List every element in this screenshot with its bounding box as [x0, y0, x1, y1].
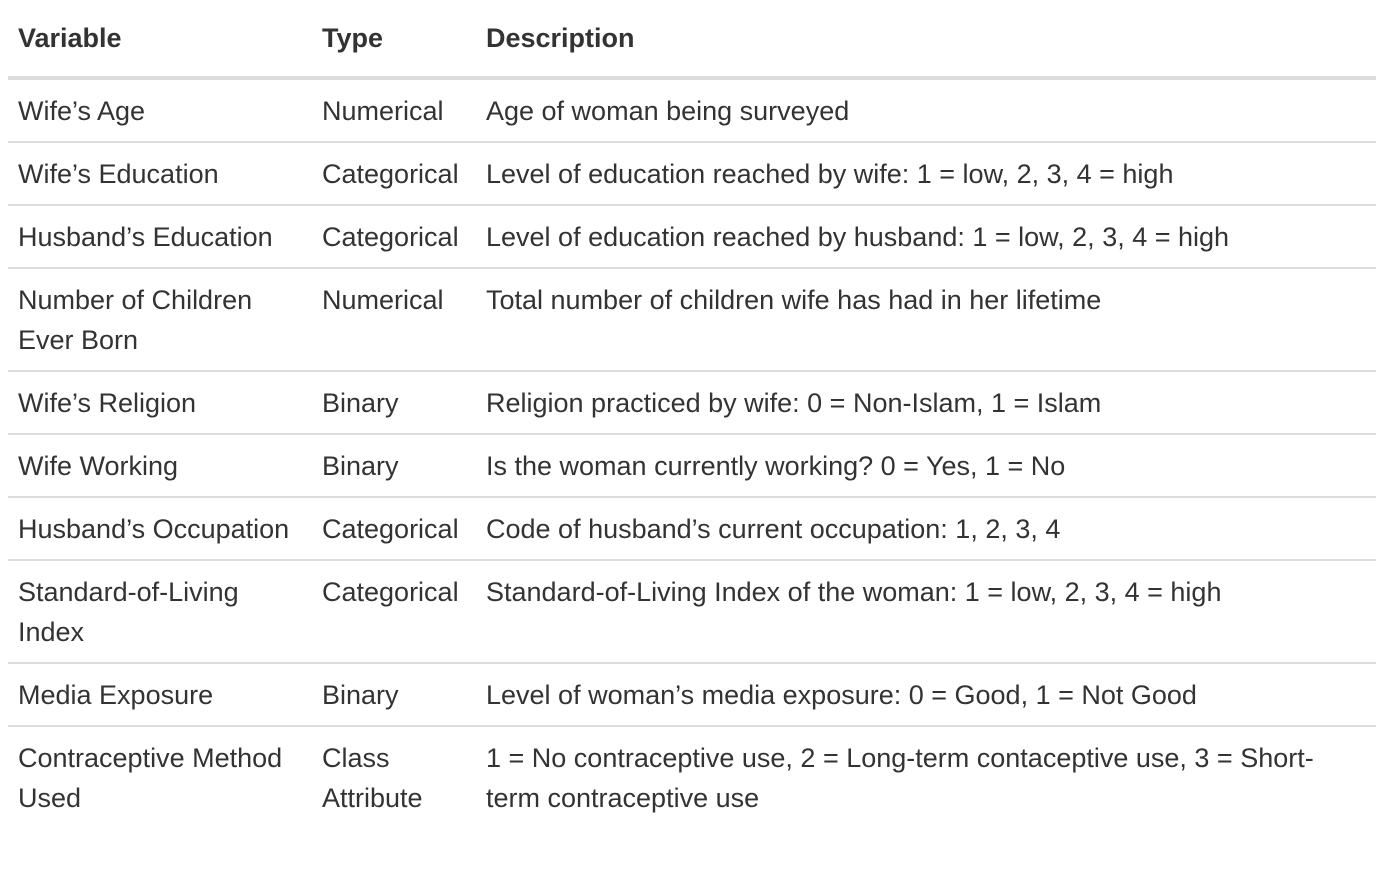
cell-variable: Standard-of-Living Index	[8, 560, 312, 664]
cell-description: Religion practiced by wife: 0 = Non-Isla…	[475, 371, 1376, 435]
table-row: Number of Children Ever Born Numerical T…	[8, 268, 1376, 372]
cell-description: Code of husband’s current occupation: 1,…	[475, 497, 1376, 561]
cell-type: Class Attribute	[322, 743, 423, 813]
column-header-type: Type	[312, 0, 475, 80]
cell-type: Categorical	[312, 142, 475, 206]
cell-description: Level of woman’s media exposure: 0 = Goo…	[475, 663, 1376, 727]
table-row: Wife’s Religion Binary Religion practice…	[8, 371, 1376, 435]
variables-table-container: Variable Type Description Wife’s Age Num…	[8, 0, 1376, 828]
cell-variable: Wife’s Education	[8, 142, 312, 206]
table-row: Media Exposure Binary Level of woman’s m…	[8, 663, 1376, 727]
table-row: Wife’s Education Categorical Level of ed…	[8, 142, 1376, 206]
cell-variable: Husband’s Education	[8, 205, 312, 269]
table-row: Wife Working Binary Is the woman current…	[8, 434, 1376, 498]
cell-type: Numerical	[312, 78, 475, 143]
cell-variable: Wife’s Religion	[8, 371, 312, 435]
variables-table: Variable Type Description Wife’s Age Num…	[8, 0, 1376, 828]
cell-type: Categorical	[312, 497, 475, 561]
table-row: Contraceptive Method Used Class Attribut…	[8, 726, 1376, 828]
table-header-row: Variable Type Description	[8, 0, 1376, 80]
cell-type: Binary	[312, 371, 475, 435]
column-header-description: Description	[475, 0, 1376, 80]
table-row: Wife’s Age Numerical Age of woman being …	[8, 78, 1376, 143]
cell-variable: Media Exposure	[8, 663, 312, 727]
cell-description: Is the woman currently working? 0 = Yes,…	[475, 434, 1376, 498]
cell-variable: Wife Working	[8, 434, 312, 498]
cell-variable: Husband’s Occupation	[8, 497, 312, 561]
cell-variable: Number of Children Ever Born	[8, 268, 312, 372]
table-row: Husband’s Education Categorical Level of…	[8, 205, 1376, 269]
column-header-variable: Variable	[8, 0, 312, 80]
cell-type: Binary	[312, 434, 475, 498]
cell-description: Level of education reached by husband: 1…	[475, 205, 1376, 269]
cell-description: 1 = No contraceptive use, 2 = Long-term …	[486, 743, 1314, 813]
table-row: Husband’s Occupation Categorical Code of…	[8, 497, 1376, 561]
cell-description: Standard-of-Living Index of the woman: 1…	[475, 560, 1376, 664]
cell-type: Categorical	[312, 205, 475, 269]
cell-type: Numerical	[312, 268, 475, 372]
table-row: Standard-of-Living Index Categorical Sta…	[8, 560, 1376, 664]
cell-variable: Contraceptive Method Used	[18, 743, 283, 813]
cell-type: Binary	[312, 663, 475, 727]
cell-description: Total number of children wife has had in…	[475, 268, 1376, 372]
cell-type: Categorical	[312, 560, 475, 664]
cell-variable: Wife’s Age	[8, 78, 312, 143]
cell-description: Age of woman being surveyed	[475, 78, 1376, 143]
cell-description: Level of education reached by wife: 1 = …	[475, 142, 1376, 206]
